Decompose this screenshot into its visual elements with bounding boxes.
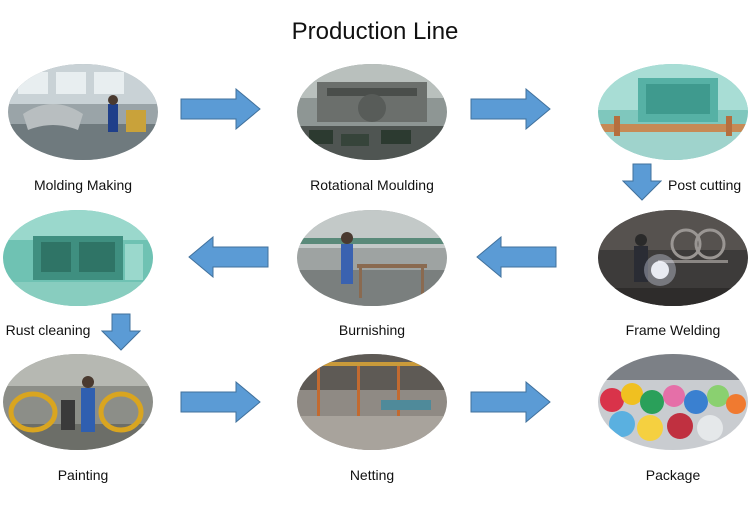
step-label-package: Package: [645, 467, 701, 483]
flow-arrow-right-3: [180, 381, 262, 423]
page-title: Production Line: [291, 18, 459, 45]
molding-making-photo: [8, 64, 158, 160]
netting-photo: [297, 354, 447, 450]
step-label-painting: Painting: [57, 467, 109, 483]
frame-welding-photo: [598, 210, 748, 306]
package-photo: [598, 354, 748, 450]
step-label-rotational-moulding: Rotational Moulding: [310, 177, 434, 193]
flow-arrow-right-1: [180, 88, 262, 130]
step-label-frame-welding: Frame Welding: [625, 322, 721, 338]
step-label-rust-cleaning: Rust cleaning: [5, 322, 91, 338]
flow-arrow-left-1: [187, 236, 269, 278]
step-label-netting: Netting: [349, 467, 395, 483]
rotational-moulding-photo: [297, 64, 447, 160]
flow-arrow-down-2: [101, 313, 141, 351]
step-label-post-cutting: Post cutting: [668, 177, 742, 193]
burnishing-photo: [297, 210, 447, 306]
painting-photo: [3, 354, 153, 450]
rust-cleaning-photo: [3, 210, 153, 306]
post-cutting-photo: [598, 64, 748, 160]
flow-arrow-down-1: [622, 163, 662, 201]
step-label-molding-making: Molding Making: [33, 177, 133, 193]
flow-arrow-right-2: [470, 88, 552, 130]
flow-arrow-right-4: [470, 381, 552, 423]
flow-arrow-left-2: [475, 236, 557, 278]
step-label-burnishing: Burnishing: [338, 322, 406, 338]
